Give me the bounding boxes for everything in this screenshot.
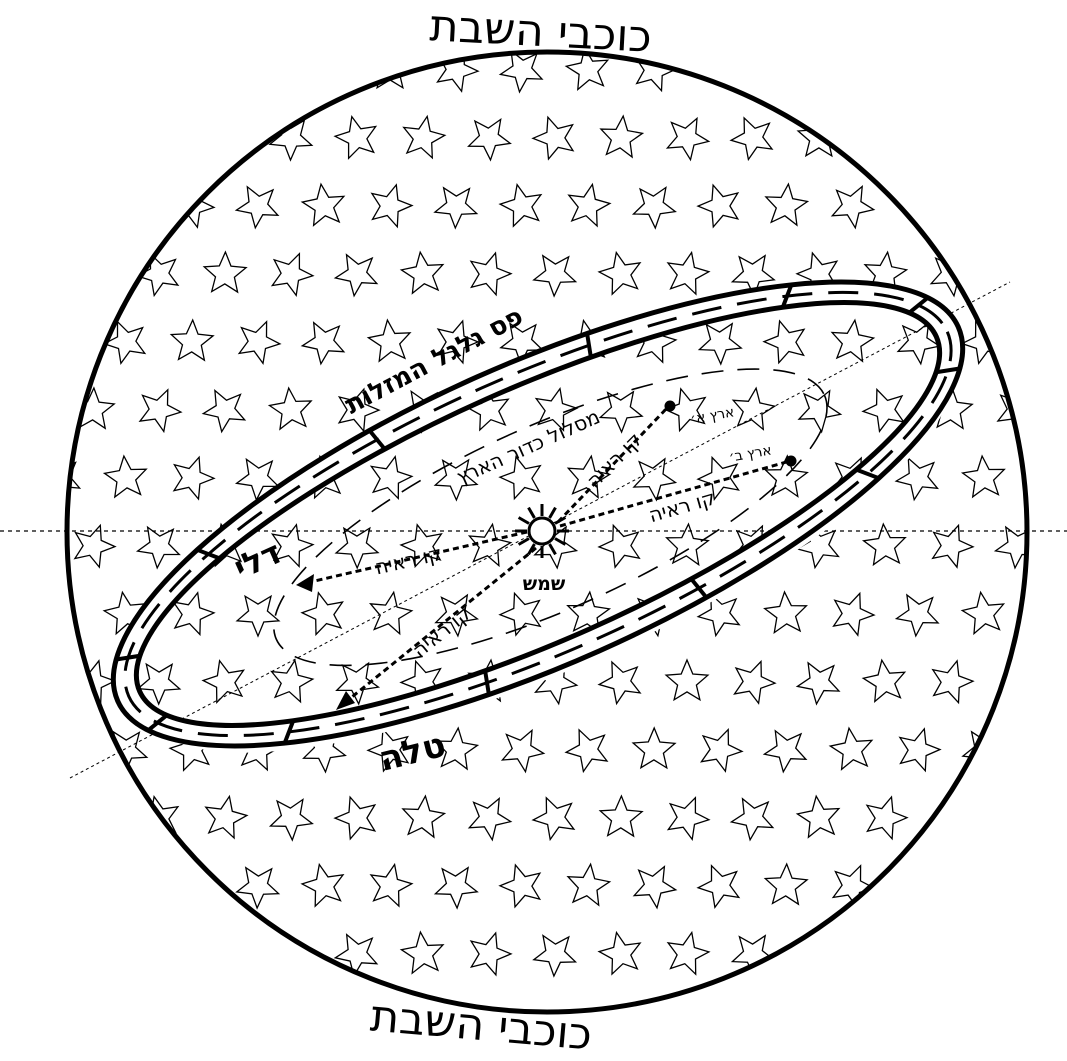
sun-label: שמש [523,573,566,595]
earth-b-dot [786,456,797,467]
top-title: כוכבי השבת [429,0,653,63]
earth-a-dot [665,401,676,412]
